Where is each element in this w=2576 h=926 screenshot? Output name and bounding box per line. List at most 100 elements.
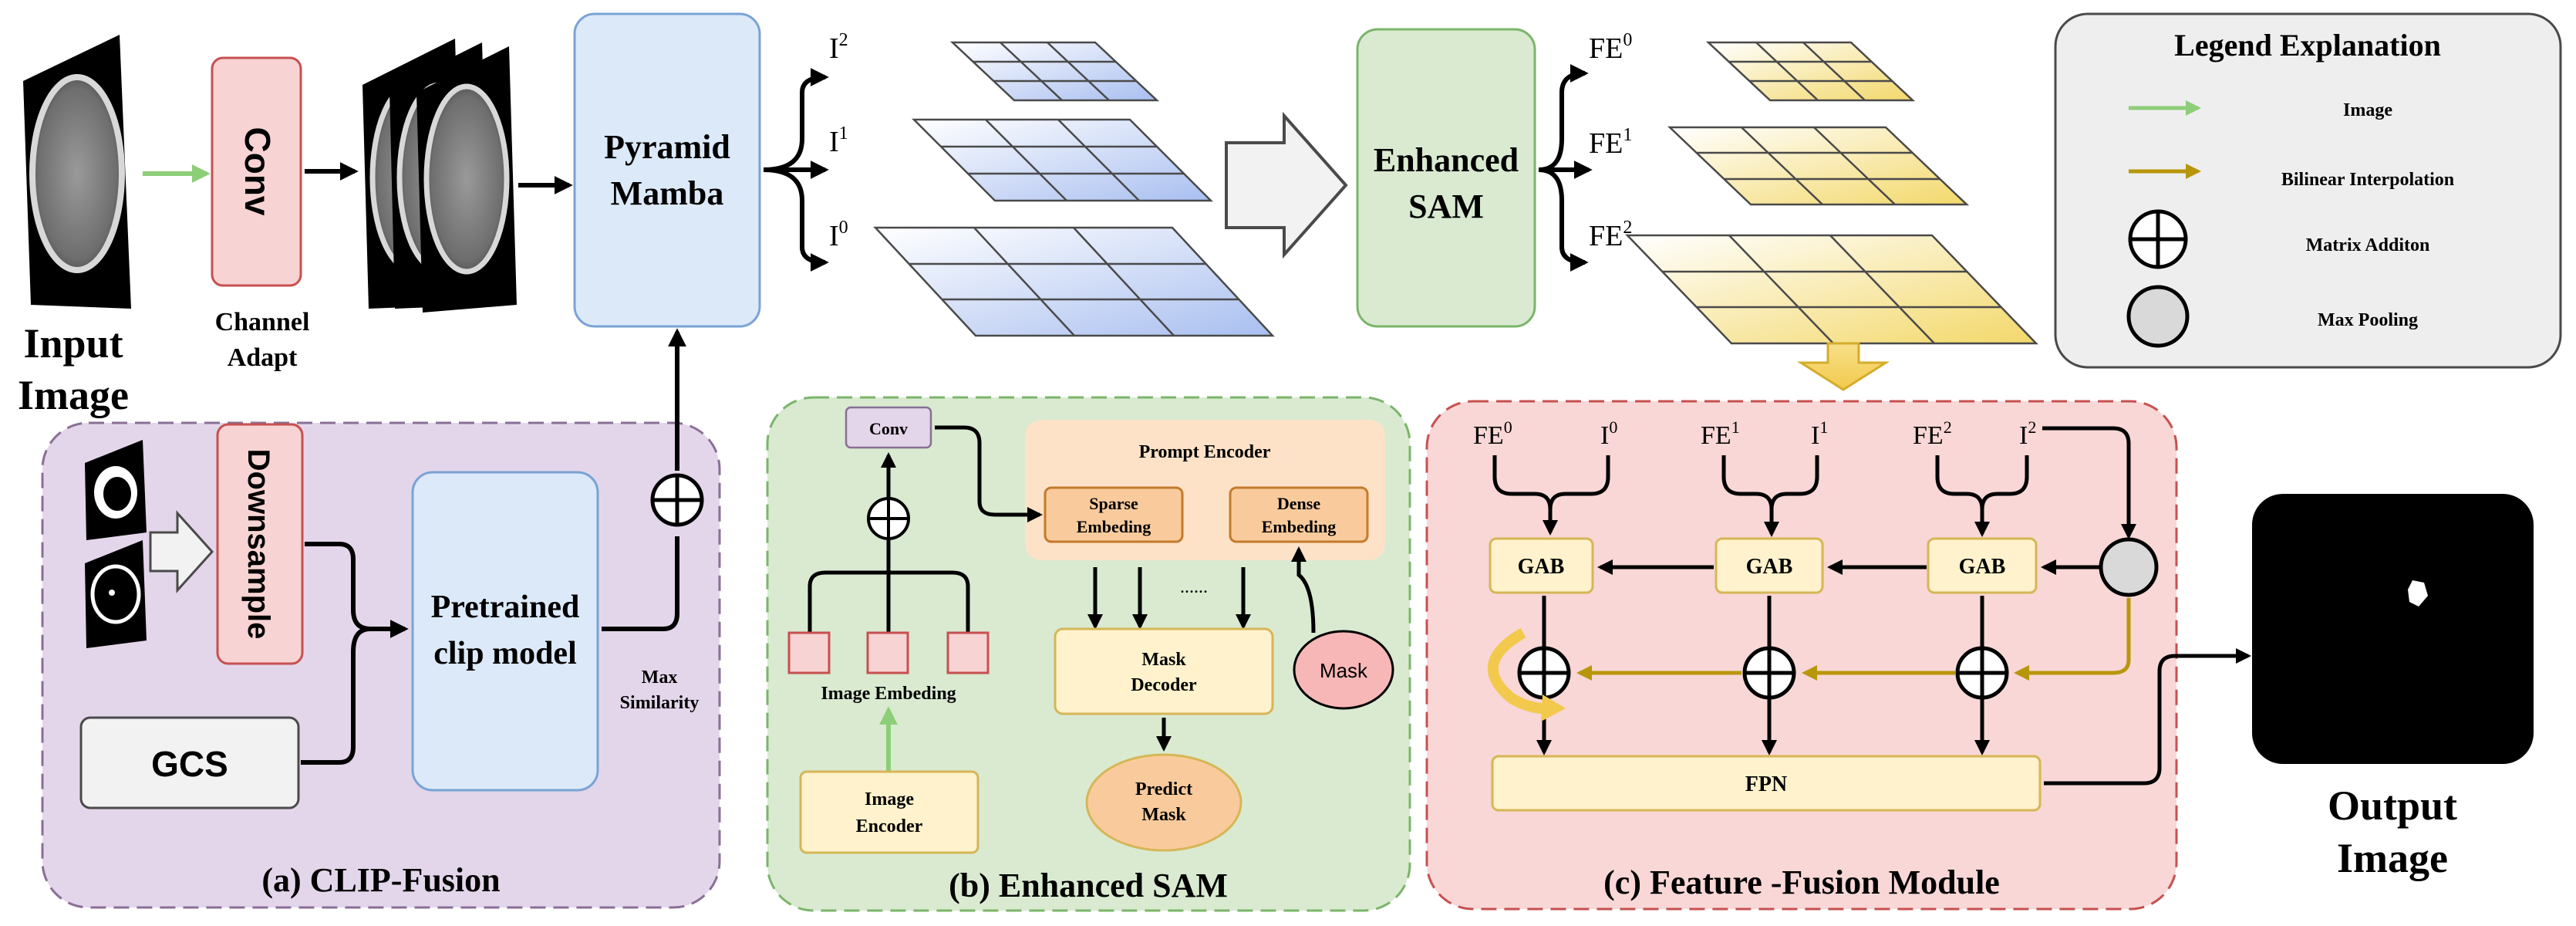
legend-title: Legend Explanation xyxy=(2174,28,2441,63)
predict-mask-ellipse xyxy=(1085,753,1242,852)
pretrained-clip-label: Pretrained xyxy=(431,590,580,625)
yellow-feature-grid-small xyxy=(1705,41,1916,102)
clip-fusion-title: (a) CLIP-Fusion xyxy=(261,861,500,899)
mask-decoder-label: Mask xyxy=(1141,650,1186,670)
ffm-maxpool-icon xyxy=(2099,537,2159,597)
max-similarity-label: Max xyxy=(642,667,678,688)
ffm-fe2-label: FE2 xyxy=(1913,417,1952,450)
sam-matrix-add-icon xyxy=(867,497,910,540)
downsample-box xyxy=(216,423,304,665)
clip-flow-arrows xyxy=(301,328,686,765)
ffm-i1-label: I1 xyxy=(1811,417,1828,450)
i1-label: I1 xyxy=(829,123,848,158)
fpn-box xyxy=(1491,755,2042,812)
input-ct-image xyxy=(23,35,131,309)
legend-maxpool-text: Max Pooling xyxy=(2318,310,2418,330)
ffm-gab-down-arrows xyxy=(1536,596,1990,755)
fe2-label: FE2 xyxy=(1589,218,1632,252)
image-embeding-label: Image Embeding xyxy=(821,684,956,704)
yellow-feature-grid-medium xyxy=(1667,126,1970,206)
mask-ellipse xyxy=(1293,630,1394,710)
gab-box-3 xyxy=(1927,537,2038,594)
gab-box-1 xyxy=(1489,537,1594,594)
embedding-cell-2 xyxy=(866,631,909,674)
enhanced-sam-label: Enhanced xyxy=(1374,141,1519,179)
clip-hollow-arrow xyxy=(149,510,214,593)
ffm-gold-arrows xyxy=(1576,598,2131,681)
fe0-label: FE0 xyxy=(1589,30,1632,65)
pyramid-mamba-label: Pyramid xyxy=(604,128,730,166)
dense-embeding-label: Dense xyxy=(1277,494,1320,513)
conv-box xyxy=(211,56,302,287)
downsample-label: Downsample xyxy=(241,449,275,640)
conv-label: Conv xyxy=(238,127,278,216)
embedding-cell-3 xyxy=(946,631,990,674)
sam-branch-arrows xyxy=(1538,64,1593,272)
output-lesion xyxy=(2408,580,2428,607)
ffm-matrix-add-2 xyxy=(1742,646,1796,700)
output-image-label-2: Image xyxy=(2337,835,2448,881)
ffm-fe0-label: FE0 xyxy=(1473,417,1512,450)
legend-matrix-add-icon xyxy=(2128,209,2188,269)
image-encoder-label: Image xyxy=(865,789,914,809)
ffm-fe1-label: FE1 xyxy=(1701,417,1740,450)
ffm-merge-arrows xyxy=(1492,426,2136,539)
mask-decoder-label-2: Decoder xyxy=(1131,675,1197,695)
down-yellow-arrow xyxy=(1796,342,1890,391)
sparse-embeding-label-2: Embeding xyxy=(1077,517,1151,536)
i0-label: I0 xyxy=(829,218,848,252)
gab-label-1: GAB xyxy=(1518,555,1565,579)
legend-maxpool-icon xyxy=(2126,285,2190,348)
blue-feature-grid-large xyxy=(873,226,1275,337)
ffm-matrix-add-3 xyxy=(1955,646,2009,700)
fe1-label: FE1 xyxy=(1589,125,1632,160)
sparse-embeding-box xyxy=(1044,486,1184,543)
enhanced-sam-box xyxy=(1356,28,1536,328)
ffm-curved-yellow-arrowhead xyxy=(1541,694,1566,722)
ffm-matrix-add-1 xyxy=(1517,646,1571,700)
decoder-dots: ...... xyxy=(1180,577,1208,597)
gab-box-2 xyxy=(1715,537,1824,594)
prompt-encoder-label: Prompt Encoder xyxy=(1139,442,1271,462)
legend-bilinear-text: Bilinear Interpolation xyxy=(2281,170,2454,190)
input-image-label: Input xyxy=(23,320,123,367)
gab-label-3: GAB xyxy=(1959,555,2006,579)
predict-mask-label-2: Mask xyxy=(1141,805,1186,825)
ffm-i2-label: I2 xyxy=(2019,417,2036,450)
image-encoder-label-2: Encoder xyxy=(856,816,923,836)
feature-fusion-title: (c) Feature -Fusion Module xyxy=(1603,863,2000,901)
dense-embeding-label-2: Embeding xyxy=(1262,517,1337,536)
clip-matrix-add-icon xyxy=(650,473,704,527)
input-image-label-2: Image xyxy=(18,372,129,418)
image-encoder-box xyxy=(799,770,979,854)
mask-label: Mask xyxy=(1320,659,1368,682)
blue-feature-grid-medium xyxy=(911,118,1214,202)
gcs-box xyxy=(79,716,300,809)
legend-image-text: Image xyxy=(2343,100,2392,120)
pyramid-mamba-label-2: Mamba xyxy=(611,174,724,212)
output-image xyxy=(2252,494,2534,764)
pretrained-clip-box xyxy=(411,471,599,792)
gab-label-2: GAB xyxy=(1746,555,1793,579)
legend-box xyxy=(2054,12,2562,369)
prompt-to-decoder-arrows xyxy=(1087,546,1316,634)
legend-matrix-text: Matrix Additon xyxy=(2306,235,2430,255)
sam-conv-label: Conv xyxy=(869,419,908,438)
embedding-cell-1 xyxy=(787,631,831,674)
enhanced-sam-label-2: SAM xyxy=(1408,188,1484,225)
channel-adapt-caption-2: Adapt xyxy=(228,343,298,372)
pretrained-clip-label-2: clip model xyxy=(433,636,577,671)
yellow-feature-grid-large xyxy=(1625,234,2038,345)
gcs-label: GCS xyxy=(151,744,228,784)
output-image-label: Output xyxy=(2328,782,2457,829)
pyramid-branch-arrows xyxy=(763,68,829,272)
dense-embeding-box xyxy=(1229,486,1369,543)
sam-conv-box xyxy=(845,406,932,449)
i2-label: I2 xyxy=(829,30,848,65)
ffm-curved-yellow-arrow xyxy=(1487,627,1551,715)
sparse-embeding-label: Sparse xyxy=(1089,494,1138,513)
enhanced-sam-title: (b) Enhanced SAM xyxy=(949,867,1228,904)
blue-feature-grid-small xyxy=(949,41,1160,102)
channel-adapt-caption: Channel xyxy=(215,308,310,336)
